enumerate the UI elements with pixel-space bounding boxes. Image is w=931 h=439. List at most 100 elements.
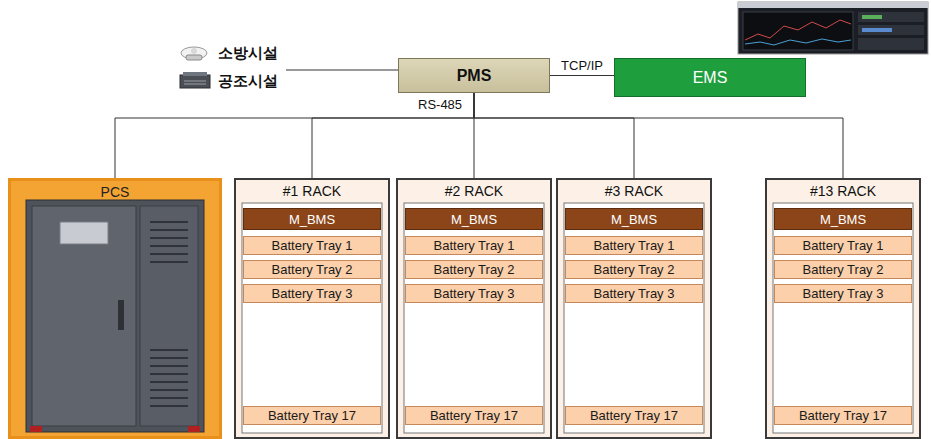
node-label: M_BMS xyxy=(820,212,866,227)
node-label: Battery Tray 1 xyxy=(434,238,515,253)
node-label: Battery Tray 3 xyxy=(803,286,884,301)
node-label: Battery Tray 2 xyxy=(594,262,675,277)
hvac-icon xyxy=(180,72,210,88)
node-heading: PCS xyxy=(11,184,219,200)
bus-link xyxy=(312,93,474,178)
battery-tray: Battery Tray 3 xyxy=(774,284,912,303)
screen-titlebar xyxy=(738,2,928,8)
rack-ground xyxy=(556,178,712,439)
node-label: Battery Tray 1 xyxy=(803,238,884,253)
battery-tray: Battery Tray 2 xyxy=(243,260,381,279)
cabinet-body xyxy=(26,200,204,432)
battery-tray: Battery Tray 2 xyxy=(405,260,543,279)
screen-trend xyxy=(745,20,851,40)
battery-tray: Battery Tray 17 xyxy=(565,406,703,425)
cabinet-vents xyxy=(150,222,188,406)
node-label: Battery Tray 17 xyxy=(799,408,887,423)
node-heading: #3 RACK xyxy=(558,183,710,199)
node-label: Battery Tray 2 xyxy=(803,262,884,277)
detector-body xyxy=(181,47,207,59)
battery-tray: Battery Tray 3 xyxy=(405,284,543,303)
node-label: M_BMS xyxy=(611,212,657,227)
screen-panel xyxy=(858,25,924,35)
smoke-detector-icon xyxy=(181,47,207,60)
pcs-cabinet xyxy=(26,200,204,432)
bms-box: M_BMS xyxy=(243,208,381,230)
screen-panel xyxy=(858,12,924,22)
node-heading: #13 RACK xyxy=(767,183,919,199)
node-label: Battery Tray 1 xyxy=(594,238,675,253)
node-label: EMS xyxy=(693,69,728,87)
bms-box: M_BMS xyxy=(774,208,912,230)
cabinet-foot xyxy=(30,426,42,432)
cabinet-handle xyxy=(118,300,124,330)
node-label: Battery Tray 1 xyxy=(272,238,353,253)
hvac-vent xyxy=(184,81,206,82)
hvac-top xyxy=(183,72,207,76)
screen-trend xyxy=(745,39,851,45)
cabinet-side xyxy=(140,206,198,426)
node-label: Battery Tray 3 xyxy=(594,286,675,301)
hvac-vent xyxy=(184,84,206,85)
screen-indicator xyxy=(862,15,882,19)
battery-tray: Battery Tray 1 xyxy=(565,236,703,255)
bus-label: RS-485 xyxy=(418,97,462,112)
battery-rack: #2 RACK M_BMS Battery Tray 1 Battery Tray 2… xyxy=(396,178,552,439)
node-label: M_BMS xyxy=(451,212,497,227)
node-label: Battery Tray 3 xyxy=(272,286,353,301)
ems-box: EMS xyxy=(614,58,806,97)
facility-label: 소방시설 xyxy=(218,44,278,63)
network-link xyxy=(550,75,614,76)
screen-indicator xyxy=(862,28,892,32)
rack-inner-panel xyxy=(404,203,544,433)
detector-base xyxy=(186,55,202,60)
rack-inner-panel xyxy=(242,203,382,433)
facility-label: 공조시설 xyxy=(218,72,278,91)
battery-tray: Battery Tray 2 xyxy=(565,260,703,279)
bms-box: M_BMS xyxy=(565,208,703,230)
cabinet-foot xyxy=(188,426,200,432)
bus-link xyxy=(474,93,843,178)
ems-screenshot xyxy=(738,2,928,54)
detector-sensor xyxy=(191,48,197,54)
pcs-panel xyxy=(8,178,222,439)
battery-tray: Battery Tray 17 xyxy=(405,406,543,425)
node-label: Battery Tray 17 xyxy=(268,408,356,423)
bms-box: M_BMS xyxy=(405,208,543,230)
bus-link xyxy=(115,93,474,178)
node-label: PMS xyxy=(457,67,492,85)
rack-ground xyxy=(396,178,552,439)
battery-tray: Battery Tray 3 xyxy=(565,284,703,303)
battery-rack: #13 RACK M_BMS Battery Tray 1 Battery Tray … xyxy=(765,178,921,439)
node-heading: #2 RACK xyxy=(398,183,550,199)
facility-wire xyxy=(286,70,398,71)
battery-tray: Battery Tray 3 xyxy=(243,284,381,303)
node-label: M_BMS xyxy=(289,212,335,227)
node-label: Battery Tray 17 xyxy=(430,408,518,423)
screen-chart xyxy=(743,12,853,50)
rack-grounds xyxy=(234,178,921,439)
battery-rack: #1 RACK M_BMS Battery Tray 1 Battery Tray 2… xyxy=(234,178,390,439)
screen-frame xyxy=(738,2,928,54)
cabinet-plate xyxy=(60,222,108,244)
pcs-unit: PCS xyxy=(8,178,222,439)
node-label: Battery Tray 2 xyxy=(272,262,353,277)
rack-inner-panel xyxy=(564,203,704,433)
node-label: Battery Tray 17 xyxy=(590,408,678,423)
bus-link xyxy=(474,93,634,178)
cabinet-door xyxy=(32,206,136,426)
rack-ground xyxy=(765,178,921,439)
rack-inner-panel xyxy=(773,203,913,433)
node-label: Battery Tray 2 xyxy=(434,262,515,277)
battery-rack: #3 RACK M_BMS Battery Tray 1 Battery Tray 2… xyxy=(556,178,712,439)
battery-tray: Battery Tray 2 xyxy=(774,260,912,279)
hvac-body xyxy=(180,75,210,88)
screen-panel xyxy=(858,38,924,50)
battery-tray: Battery Tray 17 xyxy=(774,406,912,425)
battery-tray: Battery Tray 1 xyxy=(243,236,381,255)
link-label: TCP/IP xyxy=(559,58,605,73)
pms-box: PMS xyxy=(398,58,550,93)
node-heading: #1 RACK xyxy=(236,183,388,199)
battery-tray: Battery Tray 1 xyxy=(774,236,912,255)
